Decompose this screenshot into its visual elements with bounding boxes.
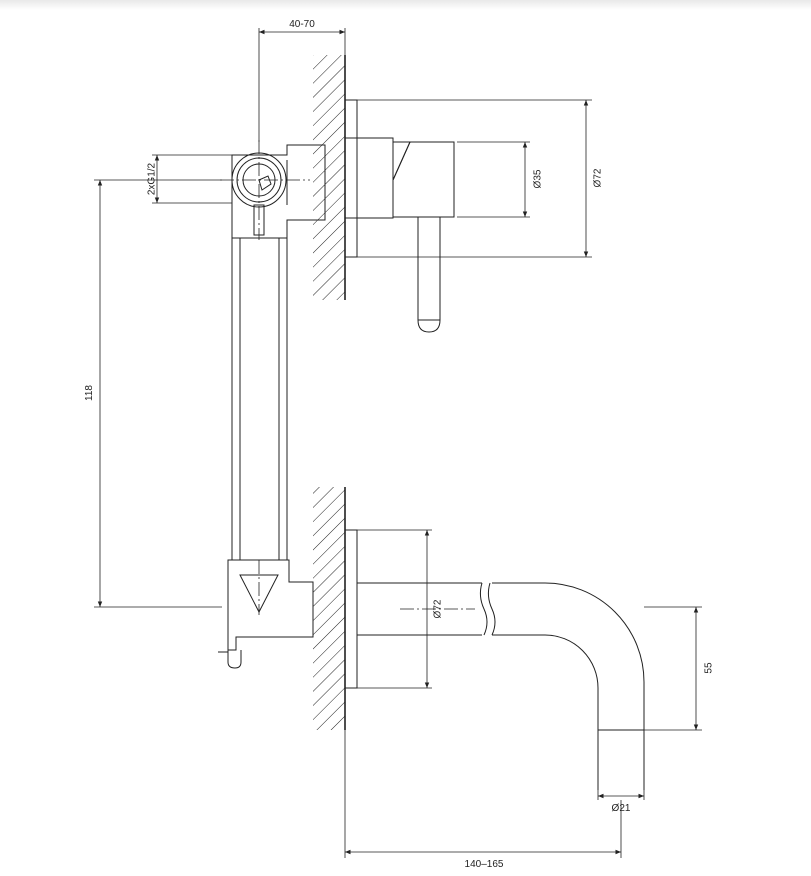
vertical-pipe (231, 238, 288, 560)
dim-vertical-height: 118 (84, 385, 95, 401)
dim-spout-projection: 140–165 (465, 859, 504, 870)
lower-valve-body (218, 559, 314, 669)
lower-wall-plate (344, 529, 358, 689)
dim-handle-diameter: Ø35 (533, 169, 544, 188)
dim-wall-thickness: 40-70 (289, 19, 315, 30)
dim-upper-plate-diameter: Ø72 (593, 168, 604, 187)
mixer-body (231, 144, 326, 239)
centerlines (220, 140, 475, 615)
dim-spout-drop: 55 (704, 662, 715, 674)
upper-wall-plate (344, 99, 394, 258)
spout (357, 582, 645, 790)
dim-lower-plate-diameter: Ø72 (433, 599, 444, 618)
wall-upper (313, 55, 346, 300)
top-border (0, 0, 811, 10)
dim-connection: 2xG1/2 (147, 162, 158, 195)
dim-spout-diameter: Ø21 (612, 803, 631, 814)
wall-lower (313, 487, 346, 730)
mixer-handle (392, 141, 455, 333)
